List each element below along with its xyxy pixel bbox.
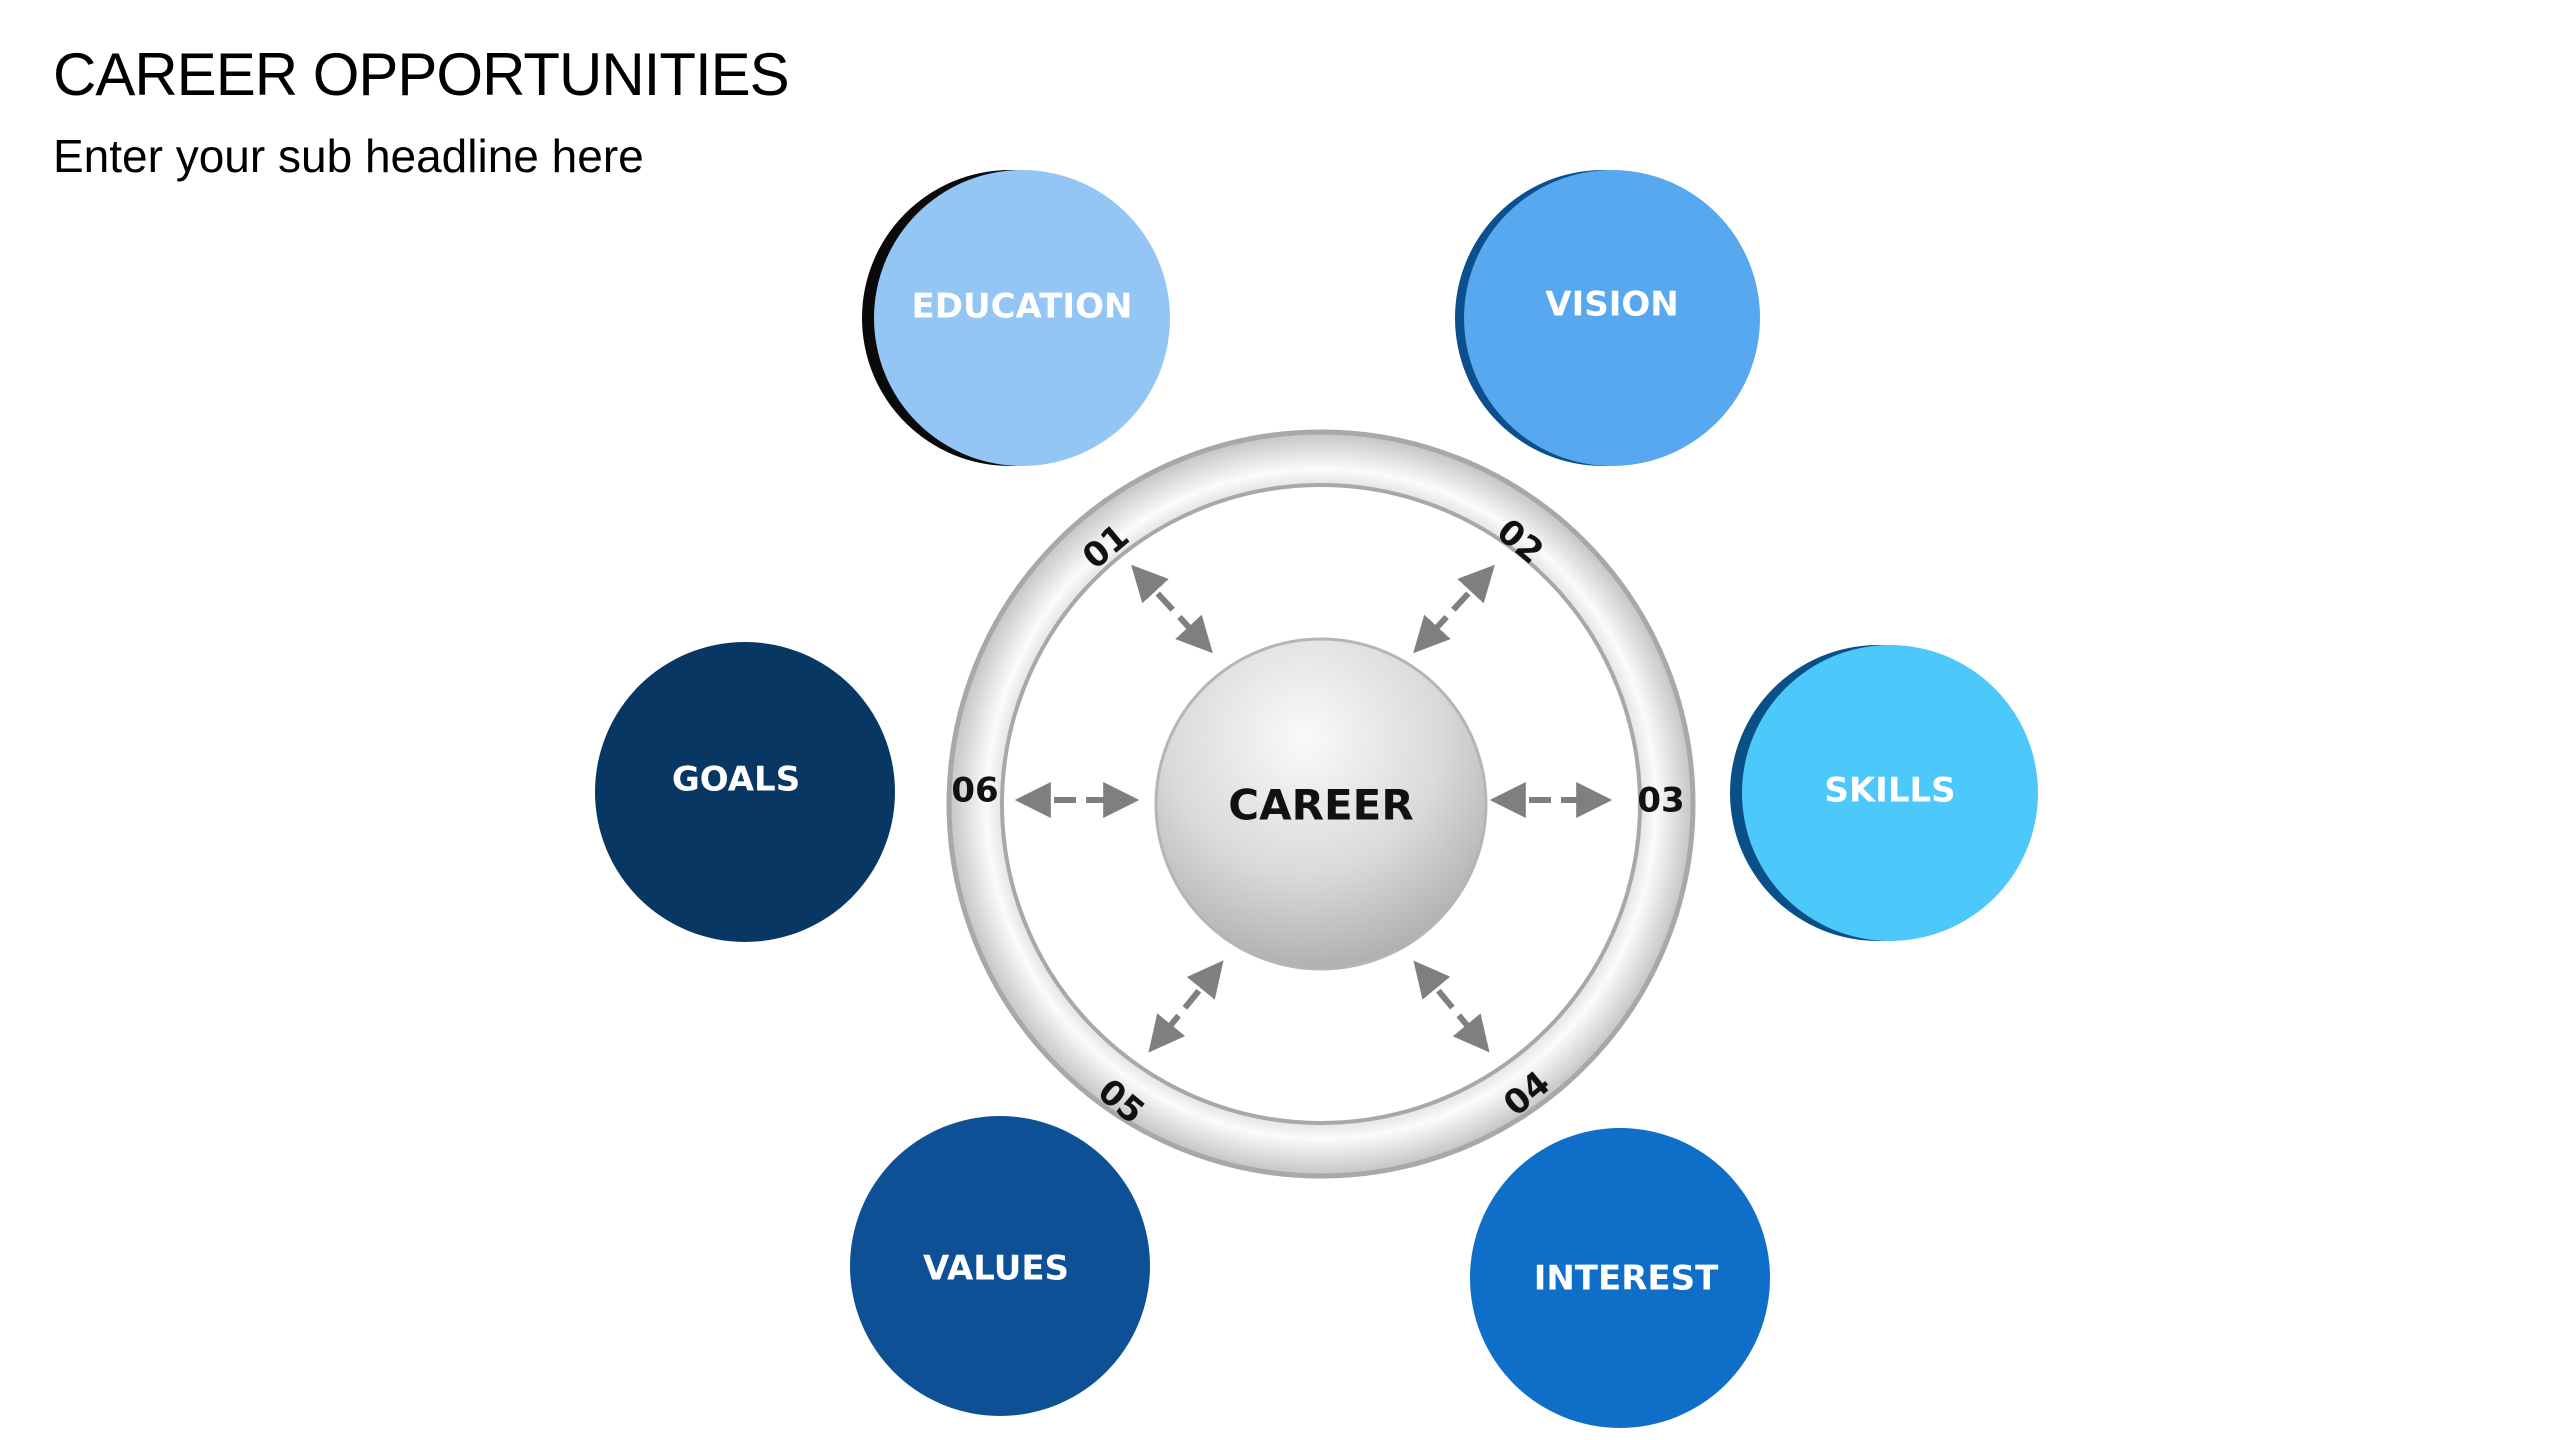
number-06: 06	[951, 771, 998, 811]
bubble-vision: VISION	[1455, 170, 1760, 466]
bubble-education: EDUCATION	[862, 170, 1170, 466]
bubble-goals: GOALS	[595, 642, 895, 942]
bubble-interest-fill	[1470, 1128, 1770, 1428]
bubble-interest-label: INTEREST	[1534, 1259, 1719, 1299]
number-03: 03	[1637, 781, 1684, 821]
bubble-vision-label: VISION	[1545, 285, 1678, 325]
bubble-goals-label: GOALS	[672, 760, 800, 800]
arrow-02	[1413, 564, 1495, 654]
center-label: CAREER	[1228, 781, 1413, 830]
arrow-05	[1148, 960, 1224, 1053]
center-node: CAREER	[1154, 637, 1488, 971]
bubble-values-fill	[850, 1116, 1150, 1416]
bubble-skills-label: SKILLS	[1824, 771, 1955, 811]
bubble-skills: SKILLS	[1730, 645, 2038, 941]
bubble-goals-fill	[595, 642, 895, 942]
bubble-interest: INTEREST	[1470, 1128, 1770, 1428]
arrows	[1014, 564, 1613, 1053]
bubble-skills-fill	[1742, 645, 2038, 941]
bubble-vision-fill	[1464, 170, 1760, 466]
bubble-values: VALUES	[850, 1116, 1150, 1416]
bubble-education-fill	[874, 170, 1170, 466]
page-title: CAREER OPPORTUNITIES	[53, 41, 790, 108]
bubble-education-label: EDUCATION	[912, 287, 1133, 327]
page-subtitle: Enter your sub headline here	[53, 130, 644, 182]
arrow-01	[1131, 564, 1213, 654]
bubble-values-label: VALUES	[923, 1249, 1069, 1289]
arrow-04	[1413, 960, 1490, 1053]
